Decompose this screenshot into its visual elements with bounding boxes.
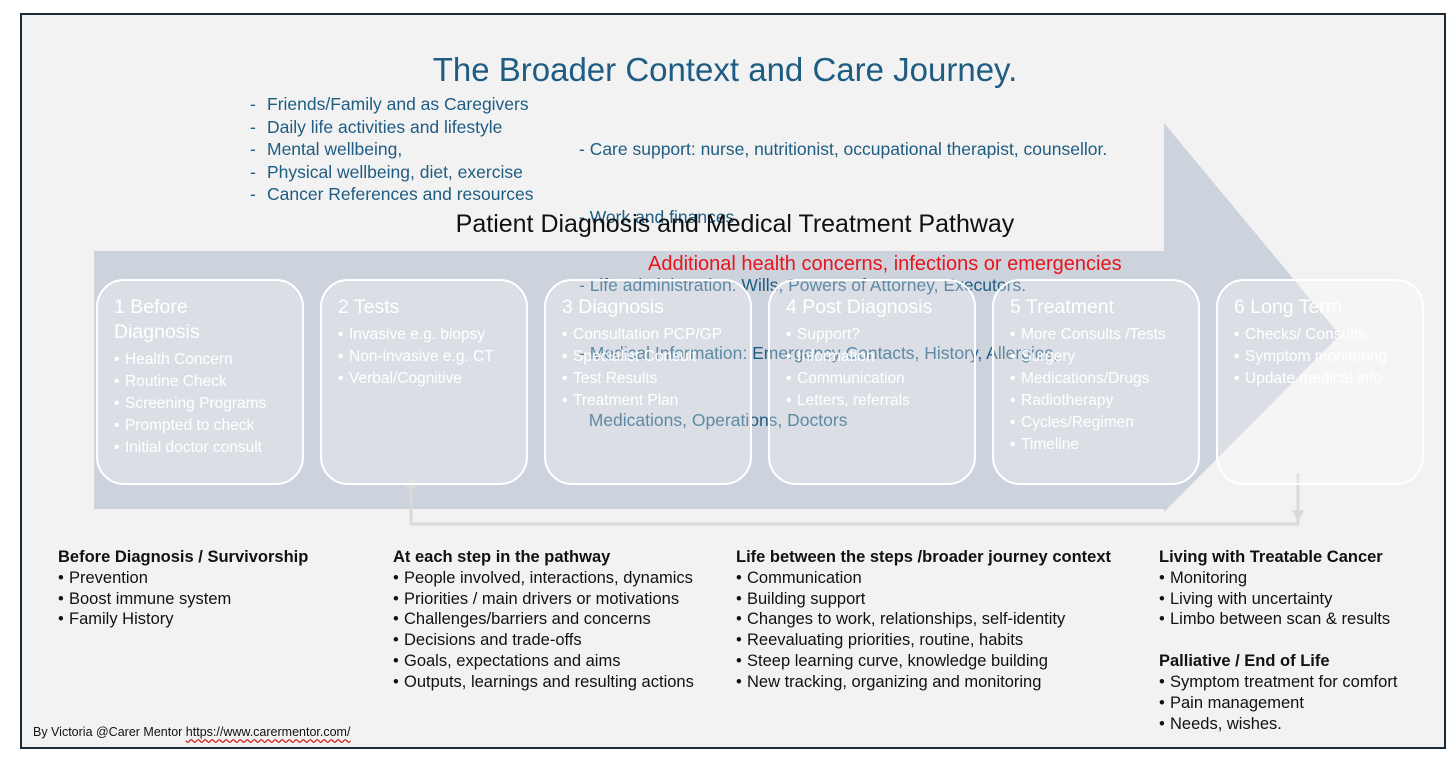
step-item: Support? bbox=[786, 324, 974, 346]
list-item: - Care support: nurse, nutritionist, occ… bbox=[579, 139, 1108, 160]
list-item: Physical wellbeing, diet, exercise bbox=[250, 161, 534, 184]
list-item: Communication bbox=[736, 568, 1111, 589]
list-item: Reevaluating priorities, routine, habits bbox=[736, 630, 1111, 651]
context-list-left: Friends/Family and as Caregivers Daily l… bbox=[250, 93, 534, 206]
list-item: Symptom treatment for comfort bbox=[1159, 672, 1397, 693]
list-item: Needs, wishes. bbox=[1159, 714, 1397, 735]
list-item: Challenges/barriers and concerns bbox=[393, 609, 694, 630]
list-item: Living with uncertainty bbox=[1159, 589, 1397, 610]
step-title: 5 Treatment bbox=[1010, 296, 1115, 318]
step-card-post-diagnosis: 4 Post Diagnosis Support? Information Co… bbox=[768, 279, 976, 485]
feedback-loop-arrow bbox=[409, 473, 1300, 526]
step-item: Test Results bbox=[562, 368, 750, 390]
step-item: Invasive e.g. biopsy bbox=[338, 324, 526, 346]
list-item: Monitoring bbox=[1159, 568, 1397, 589]
step-item: Medications/Drugs bbox=[1010, 368, 1198, 390]
column-list: People involved, interactions, dynamics … bbox=[393, 568, 694, 693]
pathway-title: Patient Diagnosis and Medical Treatment … bbox=[455, 210, 1015, 238]
concerns-label: Additional health concerns, infections o… bbox=[648, 253, 1122, 275]
step-items: More Consults /Tests Surgery Medications… bbox=[1010, 324, 1198, 456]
step-item: Surgery bbox=[1010, 346, 1198, 368]
step-card-before-diagnosis: 1 Before Diagnosis Health Concern Routin… bbox=[96, 279, 304, 485]
list-item: - Work and finances bbox=[579, 206, 735, 227]
column-list: Prevention Boost immune system Family Hi… bbox=[58, 568, 308, 630]
footer-link[interactable]: https://www.carermentor.com/ bbox=[185, 725, 351, 739]
step-item: Prompted to check bbox=[114, 415, 302, 437]
step-title: 2 Tests bbox=[338, 296, 400, 318]
step-title: 1 Before Diagnosis bbox=[114, 296, 200, 343]
step-item: Timeline bbox=[1010, 434, 1198, 456]
step-item: Screening Programs bbox=[114, 393, 302, 415]
column-between-steps: Life between the steps /broader journey … bbox=[736, 547, 1111, 693]
page-title: The Broader Context and Care Journey. bbox=[432, 51, 1018, 88]
step-item: Treatment Plan bbox=[562, 390, 750, 412]
list-item: Changes to work, relationships, self-ide… bbox=[736, 609, 1111, 630]
step-card-tests: 2 Tests Invasive e.g. biopsy Non-invasiv… bbox=[320, 279, 528, 485]
footer-credit: By Victoria @Carer Mentor https://www.ca… bbox=[33, 725, 350, 739]
step-item: Specialist Consult bbox=[562, 346, 750, 368]
step-item: Initial doctor consult bbox=[114, 437, 302, 459]
list-item: Steep learning curve, knowledge building bbox=[736, 651, 1111, 672]
list-item: Goals, expectations and aims bbox=[393, 651, 694, 672]
step-item: Verbal/Cognitive bbox=[338, 368, 526, 390]
list-item: Decisions and trade-offs bbox=[393, 630, 694, 651]
column-heading: Living with Treatable Cancer bbox=[1159, 548, 1383, 566]
column-list: Symptom treatment for comfort Pain manag… bbox=[1159, 672, 1397, 734]
list-item: Building support bbox=[736, 589, 1111, 610]
step-card-diagnosis: 3 Diagnosis Consultation PCP/GP Speciali… bbox=[544, 279, 752, 485]
step-item: Information bbox=[786, 346, 974, 368]
column-list: Monitoring Living with uncertainty Limbo… bbox=[1159, 568, 1397, 630]
list-item: Boost immune system bbox=[58, 589, 308, 610]
footer-author: By Victoria @Carer Mentor bbox=[33, 725, 186, 739]
step-card-long-term: 6 Long Term Checks/ Consults Symptom mon… bbox=[1216, 279, 1424, 485]
list-item: Friends/Family and as Caregivers bbox=[250, 93, 534, 116]
list-item: Medications, Operations, Doctors bbox=[579, 410, 848, 431]
list-item: Mental wellbeing, bbox=[250, 138, 534, 161]
list-item: Priorities / main drivers or motivations bbox=[393, 589, 694, 610]
step-items: Consultation PCP/GP Specialist Consult T… bbox=[562, 324, 750, 412]
step-item: Update medical info bbox=[1234, 368, 1422, 390]
step-items: Checks/ Consults Symptom monitoring Upda… bbox=[1234, 324, 1422, 390]
step-item: Routine Check bbox=[114, 371, 302, 393]
step-item: Health Concern bbox=[114, 349, 302, 371]
list-item: Family History bbox=[58, 609, 308, 630]
step-items: Invasive e.g. biopsy Non-invasive e.g. C… bbox=[338, 324, 526, 390]
column-heading: Palliative / End of Life bbox=[1159, 652, 1330, 671]
column-each-step: At each step in the pathway People invol… bbox=[393, 547, 694, 693]
step-title: 4 Post Diagnosis bbox=[786, 296, 933, 318]
feedback-arrowhead-right bbox=[1292, 510, 1304, 522]
step-items: Health Concern Routine Check Screening P… bbox=[114, 349, 302, 459]
list-item: People involved, interactions, dynamics bbox=[393, 568, 694, 589]
step-item: More Consults /Tests bbox=[1010, 324, 1198, 346]
list-item: Cancer References and resources bbox=[250, 183, 534, 206]
column-list: Communication Building support Changes t… bbox=[736, 568, 1111, 693]
step-item: Non-invasive e.g. CT bbox=[338, 346, 526, 368]
column-heading: Before Diagnosis / Survivorship bbox=[58, 548, 309, 566]
column-treatable-cancer: Living with Treatable Cancer Monitoring … bbox=[1159, 547, 1397, 734]
cover-right bbox=[1358, 15, 1444, 35]
column-heading: Life between the steps /broader journey … bbox=[736, 548, 1111, 566]
step-item: Checks/ Consults bbox=[1234, 324, 1422, 346]
step-card-treatment: 5 Treatment More Consults /Tests Surgery… bbox=[992, 279, 1200, 485]
list-item: Limbo between scan & results bbox=[1159, 609, 1397, 630]
list-item: Pain management bbox=[1159, 693, 1397, 714]
list-item: Outputs, learnings and resulting actions bbox=[393, 672, 694, 693]
step-item: Radiotherapy bbox=[1010, 390, 1198, 412]
list-item: New tracking, organizing and monitoring bbox=[736, 672, 1111, 693]
step-items: Support? Information Communication Lette… bbox=[786, 324, 974, 412]
step-item: Communication bbox=[786, 368, 974, 390]
step-item: Symptom monitoring bbox=[1234, 346, 1422, 368]
step-item: Consultation PCP/GP bbox=[562, 324, 750, 346]
step-item: Cycles/Regimen bbox=[1010, 412, 1198, 434]
column-before-diagnosis: Before Diagnosis / Survivorship Preventi… bbox=[58, 547, 308, 630]
diagram-frame: The Broader Context and Care Journey. Fr… bbox=[20, 13, 1446, 749]
column-heading: At each step in the pathway bbox=[393, 548, 611, 566]
list-item: Daily life activities and lifestyle bbox=[250, 116, 534, 139]
step-item: Letters, referrals bbox=[786, 390, 974, 412]
list-item: Prevention bbox=[58, 568, 308, 589]
step-title: 6 Long Term bbox=[1234, 296, 1343, 318]
step-title: 3 Diagnosis bbox=[562, 296, 664, 318]
